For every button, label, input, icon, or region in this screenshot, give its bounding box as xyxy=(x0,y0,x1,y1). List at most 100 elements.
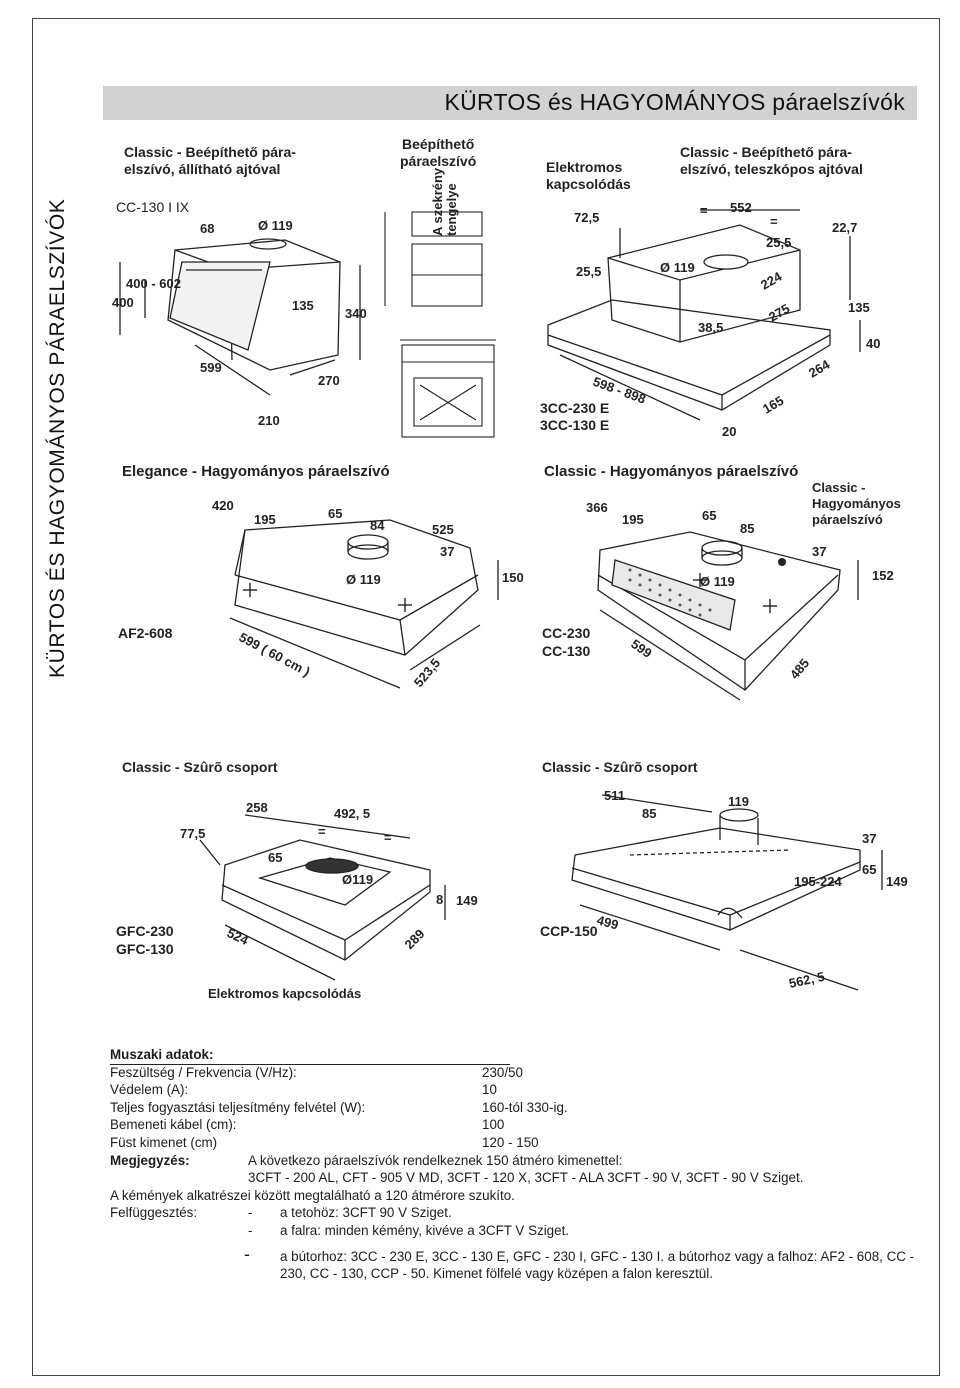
diagram-4-dim-9: 224 xyxy=(758,268,785,292)
diagram-7-model-2: GFC-130 xyxy=(116,941,174,957)
diagram-5-dim-3: 65 xyxy=(328,506,342,521)
diagram-7-dim-8: 8 xyxy=(436,892,443,907)
page-title: KÜRTOS és HAGYOMÁNYOS páraelszívók xyxy=(444,89,905,115)
diagram-5-dim-1: 420 xyxy=(212,498,234,513)
spec-label: Füst kimenet (cm) xyxy=(110,1134,218,1150)
spec-row: Füst kimenet (cm) 120 - 150 xyxy=(110,1134,920,1152)
diagram-elegance: Elegance - Hagyományos páraelszívó AF2-6… xyxy=(118,463,524,690)
diagram-4-title-line-2: elszívó, teleszkópos ajtóval xyxy=(680,161,863,177)
diagram-5-dim-7: Ø 119 xyxy=(346,572,381,587)
diagram-1-dim-2: Ø 119 xyxy=(258,218,293,233)
diagram-electrical: Elektromos kapcsolódás xyxy=(546,159,631,192)
diagram-1-dim-9: 210 xyxy=(258,413,280,428)
diagram-7-dim-4: = xyxy=(318,824,326,839)
chimney-note: A kémények alkatrészei között megtalálha… xyxy=(110,1187,515,1203)
diagram-8-dim-8: 499 xyxy=(595,912,620,932)
mount-dash: - xyxy=(248,1205,253,1221)
note-models: 3CFT - 200 AL, CFT - 905 V MD, 3CFT - 12… xyxy=(248,1170,804,1186)
spec-label: Teljes fogyasztási teljesítmény felvétel… xyxy=(110,1099,366,1115)
diagram-1-title-line-1: Classic - Beépíthető pára- xyxy=(124,144,296,160)
diagram-5-dim-5: 525 xyxy=(432,522,454,537)
mount-item: a falra: minden kémény, kivéve a 3CFT V … xyxy=(280,1222,570,1238)
note-text: A következo páraelszívók rendelkeznek 15… xyxy=(248,1152,623,1168)
diagram-5-dim-6: 37 xyxy=(440,544,454,559)
mount-label: Felfüggesztés: xyxy=(110,1205,198,1221)
spec-label: Feszültség / Frekvencia (V/Hz): xyxy=(110,1064,297,1080)
diagram-4-dim-17: 20 xyxy=(722,424,736,439)
diagram-2-title-line-1: Beépíthető xyxy=(402,136,474,152)
diagram-5-dim-4: 84 xyxy=(370,518,385,533)
spec-label: Védelem (A): xyxy=(110,1082,189,1098)
diagram-6-side-label-3: páraelszívó xyxy=(812,512,883,527)
diagram-2-title-line-2: páraelszívó xyxy=(400,153,476,169)
diagram-7-dim-5: = xyxy=(384,830,392,845)
diagram-1-dim-6: 340 xyxy=(345,306,367,321)
diagram-6-dim-7: 152 xyxy=(872,568,894,583)
diagram-6-dim-4: 85 xyxy=(740,521,754,536)
diagram-8-model: CCP-150 xyxy=(540,923,598,939)
spec-value: 100 xyxy=(482,1117,505,1133)
diagram-1-dim-4: 400 xyxy=(112,295,134,310)
diagram-1-dim-8: 270 xyxy=(318,373,340,388)
diagram-6-side-label-2: Hagyományos xyxy=(812,496,901,511)
diagram-filter-group-right: Classic - Szûrõ csoport CCP-150 511 119 … xyxy=(540,759,908,991)
diagram-4-dim-7: Ø 119 xyxy=(660,260,695,275)
specs-heading: Muszaki adatok: xyxy=(110,1046,510,1065)
header-band: KÜRTOS és HAGYOMÁNYOS páraelszívók xyxy=(103,86,917,120)
diagram-5-dim-10: 523,5 xyxy=(411,655,443,690)
diagram-1-dim-7: 599 xyxy=(200,360,222,375)
diagram-4-dim-5: 72,5 xyxy=(574,210,599,225)
page-frame xyxy=(32,18,940,1376)
diagram-8-dim-3: 85 xyxy=(642,806,656,821)
spec-value: 120 - 150 xyxy=(482,1134,539,1150)
diagram-5-dim-8: 150 xyxy=(502,570,524,585)
mount-item: a bútorhoz: 3CC - 230 E, 3CC - 130 E, GF… xyxy=(280,1248,915,1282)
diagram-1-dim-1: 68 xyxy=(200,221,214,236)
diagram-filter-group-left: Classic - Szûrõ csoport GFC-230 GFC-130 … xyxy=(116,759,478,1001)
diagram-4-dim-16: 165 xyxy=(760,393,786,417)
diagram-6-dim-6: Ø 119 xyxy=(700,574,735,589)
mount-dash: - xyxy=(244,1243,250,1264)
spec-row: Teljes fogyasztási teljesítmény felvétel… xyxy=(110,1099,920,1117)
diagram-7-dim-7: Ø119 xyxy=(342,872,373,887)
diagram-8-title: Classic - Szûrõ csoport xyxy=(542,759,698,775)
diagram-4-dim-11: 275 xyxy=(766,301,792,325)
diagram-6-dim-5: 37 xyxy=(812,544,826,559)
spec-value: 160-tól 330-ig. xyxy=(482,1099,568,1115)
diagram-4-model-2: 3CC-130 E xyxy=(540,417,609,433)
diagram-7-dim-3: 77,5 xyxy=(180,826,205,841)
diagram-7-footer: Elektromos kapcsolódás xyxy=(208,986,361,1001)
diagram-4-dim-15: 264 xyxy=(806,356,833,380)
diagram-6-side-label-1: Classic - xyxy=(812,480,865,495)
spec-value: 10 xyxy=(482,1082,497,1098)
diagram-8-dim-7: 149 xyxy=(886,874,908,889)
diagram-classic-traditional: Classic - Hagyományos páraelszívó Classi… xyxy=(542,463,901,701)
mount-item: a tetohöz: 3CFT 90 V Sziget. xyxy=(280,1205,452,1221)
mount-dash: - xyxy=(248,1222,253,1238)
technical-specs: Muszaki adatok: Feszültség / Frekvencia … xyxy=(110,1046,920,1284)
diagram-6-model-2: CC-130 xyxy=(542,643,590,659)
diagram-1-dim-3: 400 - 602 xyxy=(126,276,181,291)
diagram-4-title-line-1: Classic - Beépíthető pára- xyxy=(680,144,852,160)
diagram-8-dim-2: 119 xyxy=(728,794,749,809)
diagram-6-dim-2: 195 xyxy=(622,512,644,527)
diagram-4-dim-1: = xyxy=(700,203,708,218)
diagram-4-dim-4: 22,7 xyxy=(832,220,857,235)
spec-row: Bemeneti kábel (cm): 100 xyxy=(110,1116,920,1134)
diagram-5-title: Elegance - Hagyományos páraelszívó xyxy=(122,463,390,480)
diagram-4-model-1: 3CC-230 E xyxy=(540,400,609,416)
diagram-7-dim-2: 492, 5 xyxy=(334,806,370,821)
diagram-4-dim-2: 552 xyxy=(730,200,752,215)
diagram-classic-built-in-door: Classic - Beépíthető pára- elszívó, állí… xyxy=(112,144,367,428)
diagram-2-axis-label-1: A szekrény xyxy=(430,167,445,236)
diagram-6-dim-1: 366 xyxy=(586,500,608,515)
diagram-8-dim-9: 562, 5 xyxy=(788,969,826,991)
diagram-6-dim-9: 485 xyxy=(787,656,812,682)
diagram-5-model: AF2-608 xyxy=(118,625,173,641)
diagram-4-dim-3: = xyxy=(770,214,778,229)
diagram-2-axis-label-2: tengelye xyxy=(444,183,459,236)
diagram-7-dim-6: 65 xyxy=(268,850,282,865)
diagram-6-title: Classic - Hagyományos páraelszívó xyxy=(544,463,798,480)
diagram-4-dim-12: 135 xyxy=(848,300,870,315)
diagram-7-dim-1: 258 xyxy=(246,800,268,815)
